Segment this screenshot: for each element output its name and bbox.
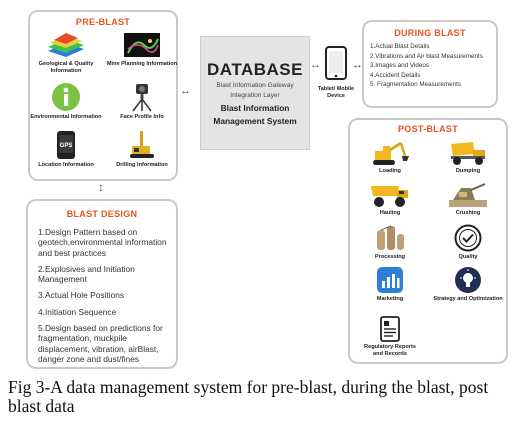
pre-blast-item-environmental: Environmental Information <box>30 82 102 121</box>
geological-model-icon <box>48 33 84 57</box>
excavator-icon <box>373 141 409 165</box>
post-blast-item-label: Hauling <box>379 210 401 216</box>
during-blast-item: 2.Vibrations and Air blast Measurements <box>370 52 483 60</box>
mine-plan-screen-icon <box>124 33 160 57</box>
post-blast-item-label: Regulatory Reports and Records <box>364 344 416 357</box>
post-blast-item-crushing: Crushing <box>430 182 506 217</box>
blast-design-item: 1.Design Pattern based on geotech,enviro… <box>38 227 167 258</box>
tablet-icon <box>325 46 347 80</box>
arrow-device-during-blast: ↔ <box>352 59 363 71</box>
document-icon <box>380 316 400 342</box>
gps-text: GPS <box>60 143 73 149</box>
blast-design-panel: BLAST DESIGN 1.Design Pattern based on g… <box>26 199 178 369</box>
post-blast-title: POST-BLAST <box>397 124 458 134</box>
during-blast-item: 3.Images and Videos <box>370 62 430 69</box>
database-main-1: Blast Information <box>220 103 290 113</box>
blast-design-title: BLAST DESIGN <box>66 209 138 219</box>
pre-blast-item-label: Geological & Quality Information <box>38 61 94 74</box>
during-blast-title: DURING BLAST <box>394 28 466 38</box>
during-blast-panel: DURING BLAST 1.Actual Blast Details 2.Vi… <box>362 20 498 108</box>
dump-truck-icon <box>451 142 485 165</box>
pre-blast-item-label: Drilling Information <box>116 162 168 168</box>
pre-blast-panel: PRE-BLAST Geological & Quality Informati… <box>28 10 178 181</box>
bar-chart-icon <box>377 267 403 293</box>
post-blast-item-label: Dumping <box>455 168 481 174</box>
device-label: Tablet/ Mobile Device <box>317 86 355 99</box>
quality-seal-icon <box>454 224 482 252</box>
post-blast-item-dumping: Dumping <box>430 140 506 175</box>
info-icon <box>52 83 80 111</box>
post-blast-item-regulatory: Regulatory Reports and Records <box>352 316 428 357</box>
drill-rig-icon <box>130 131 154 158</box>
post-blast-item-quality: Quality <box>430 224 506 261</box>
processing-plant-icon <box>377 225 404 250</box>
pre-blast-item-label: Face Profile Info <box>120 114 164 120</box>
arrow-database-device: ↔ <box>310 59 321 71</box>
post-blast-item-label: Processing <box>374 254 406 260</box>
during-blast-list: 1.Actual Blast Details 2.Vibrations and … <box>370 42 492 90</box>
pre-blast-item-mine-planning: Mine Planning Information <box>106 31 178 68</box>
pre-blast-item-label: Location Information <box>38 162 94 168</box>
during-blast-item: 4.Accident Details <box>370 71 421 79</box>
post-blast-item-label: Marketing <box>376 296 404 302</box>
during-blast-item: 1.Actual Blast Details <box>370 43 430 50</box>
arrow-pre-blast-database: ↔ <box>180 85 191 97</box>
blast-design-list: 1.Design Pattern based on geotech,enviro… <box>38 227 168 364</box>
gps-phone-icon: GPS <box>57 131 75 159</box>
post-blast-item-processing: Processing <box>352 224 428 261</box>
post-blast-item-label: Loading <box>379 168 401 174</box>
pre-blast-item-location: GPS Location Information <box>30 130 102 169</box>
post-blast-panel: POST-BLAST Loading Dumping <box>348 118 508 364</box>
figure-caption: Fig 3-A data management system for pre-b… <box>8 377 489 416</box>
lightbulb-icon <box>455 267 481 293</box>
haul-truck-icon <box>371 186 408 207</box>
database-subtitle-1: Blast Information Gateway <box>216 82 294 89</box>
blast-design-item: 2.Explosives and Initiation Management <box>38 263 135 285</box>
crusher-icon <box>449 183 487 207</box>
post-blast-item-hauling: Hauling <box>352 182 428 217</box>
pre-blast-title: PRE-BLAST <box>75 17 131 27</box>
post-blast-item-marketing: Marketing <box>352 266 428 303</box>
post-blast-item-loading: Loading <box>352 140 428 175</box>
post-blast-item-label: Quality <box>458 254 478 260</box>
laser-scanner-icon <box>132 84 152 112</box>
arrow-pre-blast-design: ↕ <box>98 180 104 194</box>
pre-blast-item-geological: Geological & Quality Information <box>30 31 102 74</box>
during-blast-item: 5. Fragmentation Measurements <box>370 81 461 88</box>
mobile-device: Tablet/ Mobile Device <box>316 46 356 99</box>
pre-blast-item-drilling: Drilling Information <box>106 130 178 169</box>
database-block: DATABASE Blast Information Gateway Integ… <box>200 36 310 150</box>
pre-blast-item-face-profile: Face Profile Info <box>106 82 178 121</box>
blast-design-item: 3.Actual Hole Positions <box>38 290 125 301</box>
blast-design-item: 4.Initiation Sequence <box>38 306 117 317</box>
blast-design-item: 5.Design based on predictions for fragme… <box>38 323 163 364</box>
pre-blast-item-label: Mine Planning Information <box>106 61 178 67</box>
database-main-2: Management System <box>213 116 297 126</box>
post-blast-item-strategy: Strategy and Optimization <box>430 266 506 303</box>
pre-blast-item-label: Environmental Information <box>30 114 102 120</box>
database-subtitle-2: Integration Layer <box>230 92 280 99</box>
post-blast-item-label: Strategy and Optimization <box>433 296 503 302</box>
database-title: DATABASE <box>207 60 303 79</box>
post-blast-item-label: Crushing <box>455 210 481 216</box>
